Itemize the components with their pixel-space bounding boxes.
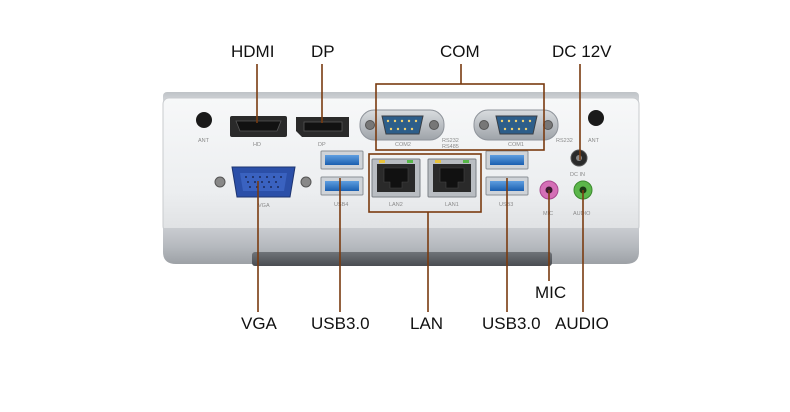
usb3-right-callout: USB3.0 (482, 314, 541, 333)
dc-in-jack: DC IN (570, 149, 588, 178)
vga-port-label: VGA (258, 203, 270, 209)
usb4-label: USB4 (334, 202, 348, 208)
dp-port-label: DP (318, 142, 326, 148)
mic-port-label: MIC (543, 211, 553, 217)
usb3-left-callout: USB3.0 (311, 314, 370, 333)
displayport-port: DP (296, 117, 349, 148)
lan2-label: LAN2 (389, 202, 403, 208)
dc-12v-callout: DC 12V (552, 42, 612, 61)
ant-right-label: ANT (588, 138, 600, 144)
lan2-port: LAN2 (371, 158, 421, 208)
mic-callout: MIC (535, 283, 567, 302)
com1-port: COM1 RS232 (473, 109, 573, 148)
lan1-label: LAN1 (445, 202, 459, 208)
hdmi-port: HD (230, 116, 287, 148)
leader-lines (256, 64, 584, 312)
hd-label: HD (253, 142, 261, 148)
vga-port: VGA (214, 166, 312, 209)
lan-bracket (368, 153, 482, 213)
audio-port-label: AUDIO (573, 211, 591, 217)
audio-callout: AUDIO (555, 314, 609, 333)
antenna-port-right: ANT (588, 110, 604, 144)
usb3-label: USB3 (499, 202, 513, 208)
com-bracket (375, 83, 545, 151)
com1-label: COM1 (508, 142, 524, 148)
lan-callout: LAN (410, 314, 444, 333)
dc-in-label: DC IN (570, 172, 585, 178)
com-callout: COM (440, 42, 480, 61)
dp-callout: DP (311, 42, 335, 61)
hdmi-callout: HDMI (231, 42, 275, 61)
lan1-port: LAN1 (427, 158, 477, 208)
com2-label: COM2 (395, 142, 411, 148)
antenna-port-left: ANT (196, 112, 212, 144)
vga-callout: VGA (241, 314, 277, 333)
ant-left-label: ANT (198, 138, 210, 144)
usb3-port-stack-left: USB4 (320, 150, 364, 208)
rs232-label: RS232 (556, 138, 573, 144)
